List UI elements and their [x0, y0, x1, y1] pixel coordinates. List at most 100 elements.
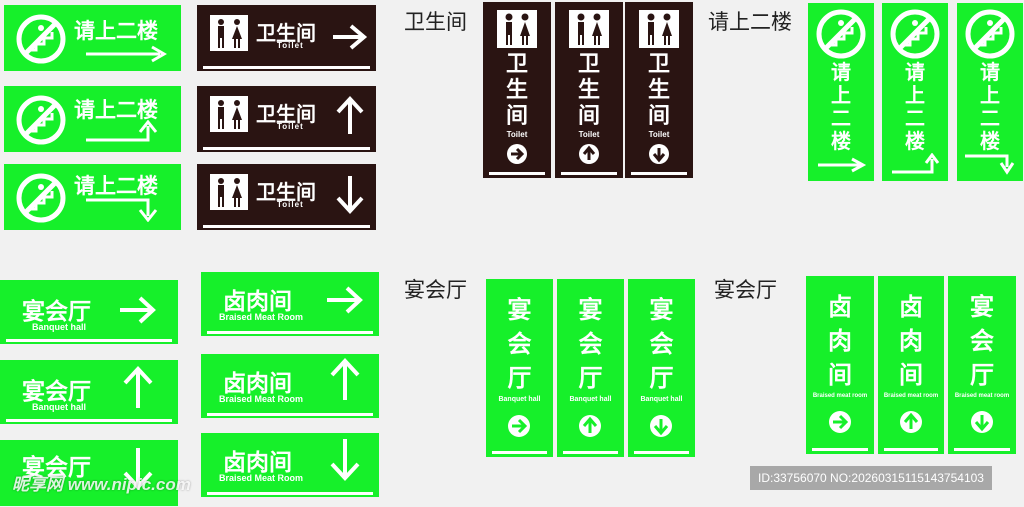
divider [489, 172, 545, 175]
restroom-icon [639, 10, 679, 48]
watermark-id: ID:33756070 NO:20260315115143754103 [750, 466, 992, 490]
stairs-vertical-text: 请上二楼 [831, 60, 851, 153]
arrow-down-icon [336, 176, 364, 214]
restroom-icon [210, 15, 248, 51]
braised-en-label: Braised Meat Room [219, 312, 304, 322]
divider [6, 419, 172, 422]
banquet-sign-right: 宴会厅 Banquet hall [0, 280, 178, 344]
toilet-en-label: Toilet [578, 130, 600, 139]
toilet-en-label: Toilet [648, 130, 670, 139]
banquet-vertical-sign-up: 宴会厅 Banquet hall [557, 279, 624, 457]
stairs-sign-down: 请上二楼 [4, 164, 181, 230]
arrow-down-icon [123, 448, 153, 490]
banquet-en-label: Banquet hall [498, 396, 541, 403]
arrow-up-icon [330, 358, 360, 400]
arrow-right-icon [333, 24, 368, 50]
divider [492, 451, 547, 454]
toilet-vertical-text: 卫生间 [647, 52, 670, 129]
arrow-up-icon [579, 144, 599, 164]
braised-vertical-text: 卤肉间 [828, 293, 852, 389]
banquet-en-label: Banquet hall [569, 396, 612, 403]
stairs-vertical-text: 请上二楼 [980, 60, 1000, 153]
toilet-sign-right: 卫生间 Toilet [197, 5, 376, 71]
stairs-label: 请上二楼 [74, 19, 158, 43]
stairs-vertical-sign-up: 请上二楼 [882, 3, 948, 181]
braised-en-label: Braised Meat Room [219, 394, 304, 404]
banquet-vertical-text: 宴会厅 [970, 293, 994, 389]
banquet-vertical-sign-down: 宴会厅 Banquet hall [628, 279, 695, 457]
arrow-right-icon [507, 144, 527, 164]
caption-banquet: 宴会厅 [404, 278, 467, 302]
caption-banquet-2: 宴会厅 [714, 278, 777, 302]
stairs-sign-right: 请上二楼 [4, 5, 181, 71]
braised-vertical-text: 卤肉间 [899, 293, 923, 389]
arrow-right-icon [829, 411, 851, 433]
arrow-up-icon [86, 120, 158, 142]
divider [207, 413, 373, 416]
braised-label: 卤肉间 [223, 371, 292, 397]
banquet-vertical-text: 宴会厅 [649, 296, 674, 392]
no-climbing-stairs-icon [816, 9, 866, 59]
toilet-vertical-text: 卫生间 [577, 52, 600, 129]
banquet-en-label: Banquet hall [640, 396, 683, 403]
stairs-label: 请上二楼 [74, 174, 158, 198]
banquet-label: 宴会厅 [22, 379, 91, 405]
divider [203, 66, 370, 69]
toilet-label: 卫生间 [256, 180, 316, 204]
no-climbing-stairs-icon [16, 14, 66, 64]
braised-label: 卤肉间 [223, 289, 292, 315]
toilet-en-label: Toilet [277, 41, 304, 50]
stairs-sign-up: 请上二楼 [4, 86, 181, 152]
divider [884, 448, 938, 451]
no-climbing-stairs-icon [16, 95, 66, 145]
divider [561, 172, 617, 175]
divider [203, 225, 370, 228]
arrow-down-icon [649, 144, 669, 164]
arrow-down-icon [965, 154, 1015, 175]
braised-vertical-sign-right: 卤肉间 Braised meat room [806, 276, 874, 454]
arrow-up-icon [892, 153, 940, 174]
arrow-right-icon [86, 45, 167, 63]
banquet-sign-down: 宴会厅 [0, 440, 178, 506]
arrow-down-icon [330, 439, 360, 481]
divider [954, 448, 1010, 451]
divider [203, 147, 370, 150]
braised-en-label: Braised meat room [954, 393, 1010, 399]
arrow-right-icon [818, 157, 867, 173]
caption-stairs: 请上二楼 [708, 10, 792, 34]
banquet-vertical-sign-right: 宴会厅 Banquet hall [486, 279, 553, 457]
braised-en-label: Braised meat room [812, 393, 868, 399]
divider [207, 331, 373, 334]
banquet-en-label: Banquet hall [32, 402, 87, 412]
braised-en-label: Braised meat room [883, 393, 939, 399]
stairs-vertical-sign-right: 请上二楼 [808, 3, 874, 181]
stairs-vertical-text: 请上二楼 [905, 60, 925, 153]
toilet-en-label: Toilet [506, 130, 528, 139]
divider [631, 172, 687, 175]
toilet-en-label: Toilet [277, 122, 304, 131]
restroom-icon [497, 10, 537, 48]
toilet-sign-down: 卫生间 Toilet [197, 164, 376, 230]
no-climbing-stairs-icon [16, 173, 66, 223]
watermark-logo: 昵享网 www.nipic.com [12, 475, 191, 494]
arrow-right-icon [508, 415, 530, 437]
toilet-vertical-sign-down: 卫生间 Toilet [625, 2, 693, 178]
toilet-label: 卫生间 [256, 102, 316, 126]
arrow-down-icon [971, 411, 993, 433]
braised-sign-down: 卤肉间 Braised Meat Room [201, 433, 379, 497]
toilet-vertical-text: 卫生间 [505, 52, 528, 129]
no-climbing-stairs-icon [890, 9, 940, 59]
divider [812, 448, 868, 451]
divider [563, 451, 618, 454]
arrow-down-icon [86, 198, 158, 222]
divider [634, 451, 689, 454]
banquet-vertical-sign-down-2: 宴会厅 Braised meat room [948, 276, 1016, 454]
toilet-sign-up: 卫生间 Toilet [197, 86, 376, 152]
arrow-up-icon [579, 415, 601, 437]
banquet-en-label: Banquet hall [32, 322, 87, 332]
restroom-icon [210, 174, 248, 210]
braised-sign-right: 卤肉间 Braised Meat Room [201, 272, 379, 336]
toilet-vertical-sign-up: 卫生间 Toilet [555, 2, 623, 178]
banquet-label: 宴会厅 [22, 299, 91, 325]
banquet-vertical-text: 宴会厅 [507, 296, 532, 392]
